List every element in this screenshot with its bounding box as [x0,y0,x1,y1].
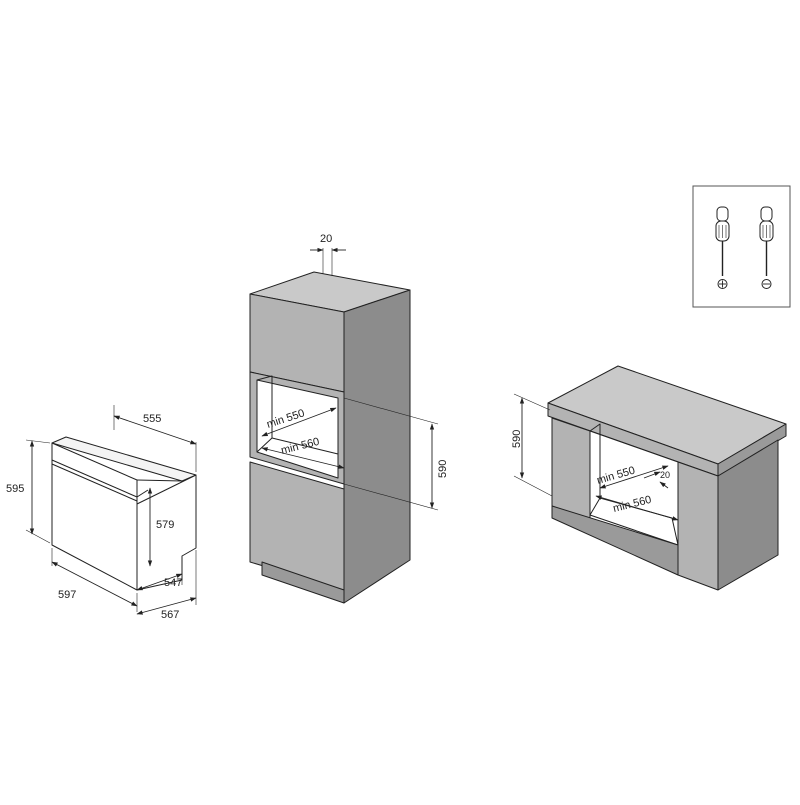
oven-body-height-label: 579 [156,519,174,531]
undercounter-right-front [677,461,719,591]
oven-top-depth-label: 555 [143,413,161,425]
column-side [343,289,411,604]
oven-body-depth-label: 547 [164,577,182,589]
oven-body [136,474,197,591]
column-niche-height-label: 590 [437,460,449,478]
undercounter-niche-height-label: 590 [511,430,523,448]
column-plinth [261,561,345,604]
column-unit-drawing: 20 min 550 min 560 590 [249,233,449,604]
oven-height-label: 595 [6,483,24,495]
undercounter-worktop-side [717,423,787,477]
oven-width-label: 597 [58,589,76,601]
undercounter-left-door [551,417,591,521]
undercounter-unit-drawing: 590 min 550 min 560 20 [511,365,787,591]
column-top-gap-label: 20 [320,233,332,245]
oven-total-depth-label: 567 [161,609,179,621]
undercounter-rear-gap-label: 20 [660,470,670,480]
flathead-screwdriver-icon [759,206,774,289]
oven-drawing: 597 595 579 555 547 567 [6,405,197,621]
undercounter-plinth [551,505,679,576]
tools-panel [692,185,791,308]
phillips-screwdriver-icon [715,206,730,289]
